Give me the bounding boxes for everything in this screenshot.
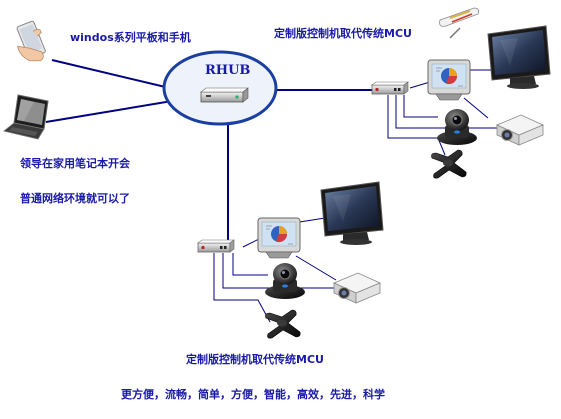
label-mcu-bottom: 定制版控制机取代传统MCU [186, 353, 324, 366]
laptop-icon [3, 94, 49, 140]
label-tablet-phone: windos系列平板和手机 [70, 31, 191, 44]
ptz-camera-icon [436, 108, 478, 146]
link-laptop-to-hub [45, 99, 179, 123]
label-network: 普通网络环境就可以了 [20, 192, 130, 205]
hub-label: RHUB [205, 63, 251, 78]
conference-mic-icon [431, 149, 467, 179]
presenter-remote-icon [439, 7, 479, 39]
mini-pc-icon [197, 239, 235, 253]
conference-mic-icon [265, 309, 301, 339]
label-benefits: 更方便，流畅，简单，方便，智能，高效，先进，科学 [121, 388, 385, 401]
label-laptop-meeting: 领导在家用笔记本开会 [20, 157, 130, 170]
monitor-icon [487, 25, 551, 90]
link-hub-to-mcu-bottom [206, 122, 229, 246]
label-mcu-top: 定制版控制机取代传统MCU [274, 27, 412, 40]
tablet-hand-icon [16, 20, 46, 62]
hub-device-icon [200, 87, 249, 103]
link-tablet-to-hub [51, 59, 179, 91]
device-cables [213, 69, 505, 323]
touch-panel-icon [257, 217, 301, 259]
touch-panel-icon [427, 59, 471, 101]
projector-icon [496, 114, 544, 146]
ptz-camera-icon [264, 262, 306, 300]
projector-icon [333, 272, 381, 304]
mini-pc-icon [371, 81, 409, 95]
monitor-icon [320, 181, 384, 246]
